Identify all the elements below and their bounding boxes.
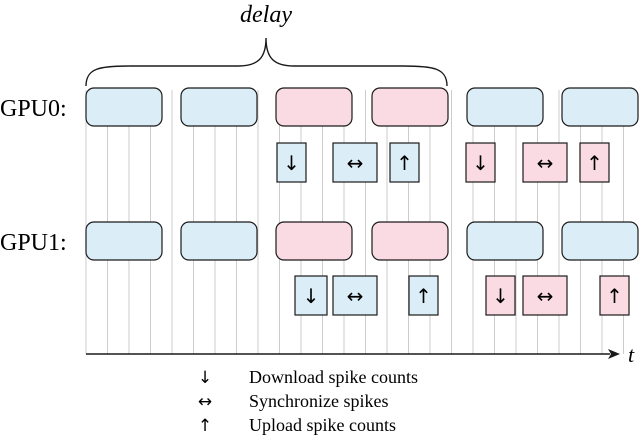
down-arrow-icon: ↓: [492, 284, 509, 308]
up-arrow-icon: ↑: [396, 151, 413, 175]
gpu-label: GPU1:: [0, 230, 67, 256]
op-block-up: [599, 275, 630, 316]
compute-block-pink: [371, 221, 449, 261]
compute-block-blue: [561, 221, 639, 261]
compute-block-blue: [85, 87, 163, 127]
up-arrow-icon: ↑: [586, 151, 603, 175]
compute-block-pink: [371, 87, 449, 127]
time-axis-arrowhead: [608, 349, 620, 359]
op-block-sync: [522, 142, 568, 183]
sync-arrow-icon: ↔: [537, 284, 554, 308]
compute-block-blue: [466, 221, 544, 261]
gpu-row-1: GPU1: ↓ ↔ ↑ ↓ ↔ ↑: [0, 221, 639, 316]
gpu-rows: GPU0: ↓ ↔ ↑ ↓ ↔ ↑ GPU1: ↓ ↔ ↑ ↓ ↔ ↑: [0, 87, 639, 316]
delay-brace: [85, 37, 448, 87]
down-arrow-icon: ↓: [472, 151, 489, 175]
compute-block-blue: [466, 87, 544, 127]
op-block-sync: [332, 142, 378, 183]
compute-block-blue: [180, 87, 258, 127]
legend-sync-label: Synchronize spikes: [249, 391, 388, 411]
op-block-up: [408, 275, 439, 316]
legend-sync-icon: ↔: [198, 392, 212, 412]
legend: ↓ Download spike counts ↔ Synchronize spike…: [198, 367, 418, 436]
legend-up-label: Upload spike counts: [249, 415, 396, 435]
sync-arrow-icon: ↔: [537, 151, 554, 175]
op-block-sync: [332, 275, 378, 316]
op-block-down: [276, 142, 307, 183]
time-axis: t: [86, 342, 635, 367]
sync-arrow-icon: ↔: [347, 284, 364, 308]
op-block-up: [579, 142, 610, 183]
down-arrow-icon: ↓: [303, 284, 320, 308]
op-block-down: [485, 275, 516, 316]
op-block-down: [294, 275, 328, 316]
compute-block-pink: [275, 221, 353, 261]
compute-block-pink: [275, 87, 353, 127]
op-block-down: [465, 142, 496, 183]
compute-block-blue: [180, 221, 258, 261]
up-arrow-icon: ↑: [606, 284, 623, 308]
compute-block-blue: [85, 221, 163, 261]
gpu-row-0: GPU0: ↓ ↔ ↑ ↓ ↔ ↑: [0, 87, 639, 183]
time-axis-label: t: [628, 342, 635, 367]
up-arrow-icon: ↑: [415, 284, 432, 308]
sync-arrow-icon: ↔: [347, 151, 364, 175]
op-block-up: [389, 142, 420, 183]
op-block-sync: [522, 275, 568, 316]
delay-label: delay: [240, 2, 292, 28]
down-arrow-icon: ↓: [283, 151, 300, 175]
compute-block-blue: [561, 87, 639, 127]
legend-down-label: Download spike counts: [249, 367, 418, 387]
gpu-label: GPU0:: [0, 96, 67, 122]
legend-down-icon: ↓: [198, 368, 212, 388]
legend-up-icon: ↑: [198, 416, 212, 436]
